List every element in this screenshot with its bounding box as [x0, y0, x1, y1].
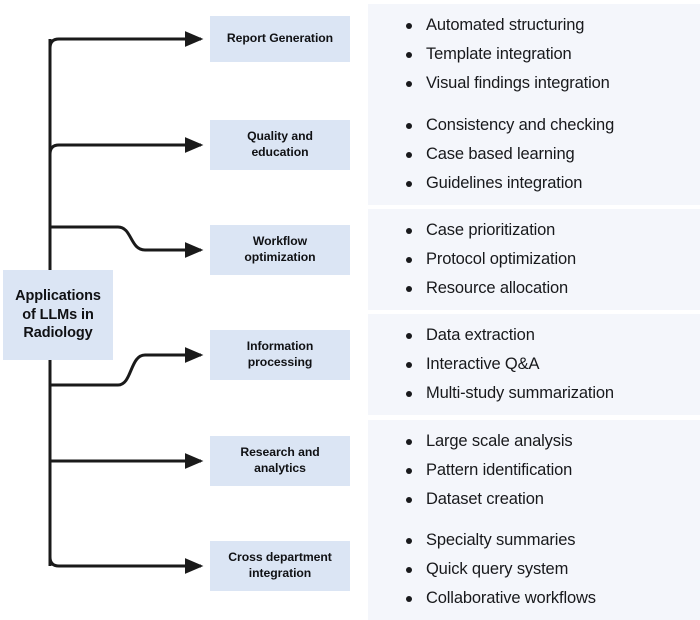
- bullet-dot-icon: [406, 439, 412, 445]
- detail-panel-research-and-analytics: Large scale analysis Pattern identificat…: [368, 420, 700, 521]
- detail-list-information-processing: Data extraction Interactive Q&A Multi-st…: [368, 321, 700, 408]
- bullet-dot-icon: [406, 52, 412, 58]
- bullet-dot-icon: [406, 362, 412, 368]
- bullet-dot-icon: [406, 228, 412, 234]
- detail-list-research-and-analytics: Large scale analysis Pattern identificat…: [368, 427, 700, 514]
- list-item: Interactive Q&A: [368, 350, 700, 379]
- bullet-dot-icon: [406, 596, 412, 602]
- list-item: Protocol optimization: [368, 245, 700, 274]
- list-item: Visual findings integration: [368, 69, 700, 98]
- list-item: Case prioritization: [368, 216, 700, 245]
- list-item: Automated structuring: [368, 11, 700, 40]
- connector-to-cross-department-integration: [48, 548, 204, 574]
- list-item: Quick query system: [368, 555, 700, 584]
- detail-panel-workflow-optimization: Case prioritization Protocol optimizatio…: [368, 209, 700, 310]
- bullet-dot-icon: [406, 567, 412, 573]
- bullet-dot-icon: [406, 181, 412, 187]
- connector-to-report-generation: [48, 31, 204, 55]
- root-node-label: Applications of LLMs in Radiology: [15, 287, 101, 342]
- category-box-cross-department-integration[interactable]: Cross department integration: [210, 541, 350, 591]
- list-item: Data extraction: [368, 321, 700, 350]
- bullet-dot-icon: [406, 123, 412, 129]
- connector-to-research-and-analytics: [48, 452, 204, 469]
- list-item: Consistency and checking: [368, 111, 700, 140]
- bullet-dot-icon: [406, 152, 412, 158]
- detail-list-report-generation: Automated structuring Template integrati…: [368, 11, 700, 98]
- category-label-workflow-optimization: Workflow optimization: [244, 234, 316, 264]
- category-box-workflow-optimization[interactable]: Workflow optimization: [210, 225, 350, 275]
- list-item: Multi-study summarization: [368, 379, 700, 408]
- list-item: Dataset creation: [368, 485, 700, 514]
- list-item: Pattern identification: [368, 456, 700, 485]
- bullet-dot-icon: [406, 23, 412, 29]
- list-item: Template integration: [368, 40, 700, 69]
- bullet-dot-icon: [406, 333, 412, 339]
- root-node-applications-of-llms-in-radiology[interactable]: Applications of LLMs in Radiology: [3, 270, 113, 360]
- category-label-quality-and-education: Quality and education: [247, 129, 313, 159]
- category-box-research-and-analytics[interactable]: Research and analytics: [210, 436, 350, 486]
- list-item: Case based learning: [368, 140, 700, 169]
- bullet-dot-icon: [406, 81, 412, 87]
- detail-panel-quality-and-education: Consistency and checking Case based lear…: [368, 104, 700, 205]
- detail-list-cross-department-integration: Specialty summaries Quick query system C…: [368, 526, 700, 613]
- connector-to-workflow-optimization: [50, 225, 204, 258]
- list-item: Large scale analysis: [368, 427, 700, 456]
- list-item: Specialty summaries: [368, 526, 700, 555]
- connector-to-quality-and-education: [48, 137, 204, 161]
- bullet-dot-icon: [406, 468, 412, 474]
- bullet-dot-icon: [406, 497, 412, 503]
- detail-list-quality-and-education: Consistency and checking Case based lear…: [368, 111, 700, 198]
- detail-panel-information-processing: Data extraction Interactive Q&A Multi-st…: [368, 314, 700, 415]
- detail-list-workflow-optimization: Case prioritization Protocol optimizatio…: [368, 216, 700, 303]
- detail-panel-report-generation: Automated structuring Template integrati…: [368, 4, 700, 105]
- category-label-cross-department-integration: Cross department integration: [228, 550, 332, 580]
- bullet-dot-icon: [406, 391, 412, 397]
- category-box-quality-and-education[interactable]: Quality and education: [210, 120, 350, 170]
- list-item: Guidelines integration: [368, 169, 700, 198]
- list-item: Resource allocation: [368, 274, 700, 303]
- category-label-research-and-analytics: Research and analytics: [240, 445, 320, 475]
- category-box-report-generation[interactable]: Report Generation: [210, 16, 350, 62]
- bullet-dot-icon: [406, 257, 412, 263]
- category-label-report-generation: Report Generation: [226, 31, 334, 46]
- bullet-dot-icon: [406, 538, 412, 544]
- category-box-information-processing[interactable]: Information processing: [210, 330, 350, 380]
- bullet-dot-icon: [406, 286, 412, 292]
- list-item: Collaborative workflows: [368, 584, 700, 613]
- detail-panel-cross-department-integration: Specialty summaries Quick query system C…: [368, 519, 700, 620]
- category-label-information-processing: Information processing: [246, 339, 314, 369]
